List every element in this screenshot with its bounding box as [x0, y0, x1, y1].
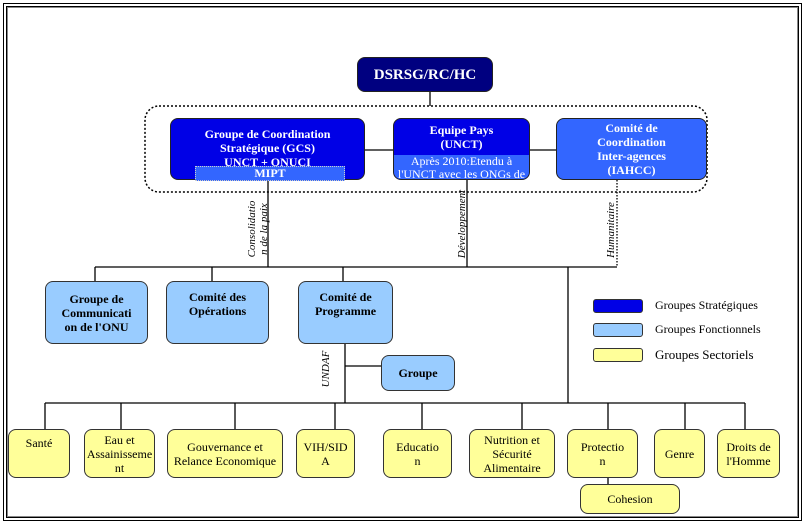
box-label: Comité des Opérations [188, 290, 247, 318]
sector-droits-homme: Droits de l'Homme [717, 429, 780, 478]
sector-protection: Protectio n [567, 429, 638, 478]
branch-label-development: Développement [456, 189, 468, 259]
box-label: Comité de Programme [314, 290, 377, 318]
legend-sectoral: Groupes Sectoriels [593, 347, 754, 363]
dsrsg-label: DSRSG/RC/HC [373, 66, 477, 83]
sector-cohesion: Cohesion [580, 484, 680, 514]
gcs-box: Groupe de Coordination Stratégique (GCS)… [170, 118, 365, 181]
iahcc-label: Comité de Coordination Inter-agences (IA… [597, 121, 666, 177]
box-label: Groupe [398, 366, 438, 380]
iahcc-box: Comité de Coordination Inter-agences (IA… [556, 118, 707, 180]
operations-committee-box: Comité des Opérations [166, 281, 269, 344]
legend-strategic: Groupes Stratégiques [593, 298, 758, 313]
legend-swatch [593, 348, 643, 362]
gcs-label: Groupe de Coordination Stratégique (GCS)… [204, 127, 331, 169]
mipt-label: MIPT [254, 166, 286, 180]
sector-eau: Eau et Assainisseme nt [84, 429, 155, 478]
communication-group-box: Groupe de Communicati on de l'ONU [45, 281, 148, 344]
groupe-box: Groupe [381, 355, 455, 391]
box-label: Cohesion [607, 492, 653, 506]
programme-committee-box: Comité de Programme [298, 281, 393, 344]
sector-gouvernance: Gouvernance et Relance Economique [167, 429, 283, 478]
box-label: Educatio n [396, 439, 439, 468]
box-label: Groupe de Communicati on de l'ONU [61, 291, 132, 334]
sector-vih-sida: VIH/SID A [296, 429, 355, 478]
box-label: Nutrition et Sécurité Alimentaire [483, 432, 541, 475]
sector-education: Educatio n [383, 429, 452, 478]
box-label: Protectio n [580, 439, 625, 468]
box-label: Santé [25, 436, 53, 450]
sector-nutrition: Nutrition et Sécurité Alimentaire [469, 429, 555, 478]
legend-label: Groupes Stratégiques [655, 298, 758, 312]
unct-sub-label: Après 2010:Etendu à l'UNCT avec les ONGs… [394, 155, 529, 179]
unct-label: Equipe Pays (UNCT) [429, 123, 494, 151]
sector-genre: Genre [654, 429, 705, 478]
dsrsg-box: DSRSG/RC/HC [357, 57, 493, 92]
legend-swatch [593, 298, 643, 313]
unct-box: Equipe Pays (UNCT) Après 2010:Etendu à l… [393, 118, 530, 180]
box-label: Gouvernance et Relance Economique [173, 439, 277, 468]
box-label: Droits de l'Homme [726, 439, 771, 468]
box-label: VIH/SID A [303, 439, 348, 468]
branch-label-undaf: UNDAF [320, 350, 332, 388]
legend-swatch [593, 322, 643, 337]
legend-functional: Groupes Fonctionnels [593, 322, 761, 337]
mipt-box: MIPT [195, 166, 345, 181]
legend-label: Groupes Sectoriels [655, 347, 754, 362]
branch-label-humanitarian: Humanitaire [605, 202, 617, 258]
box-label: Genre [664, 446, 695, 461]
box-label: Eau et Assainisseme nt [86, 432, 153, 475]
branch-label-peace: Consolidatio n de la paix [246, 200, 270, 258]
sector-sante: Santé [8, 429, 70, 478]
legend-label: Groupes Fonctionnels [655, 322, 761, 336]
diagram-frame [3, 3, 802, 521]
strategic-group-container [144, 105, 708, 193]
